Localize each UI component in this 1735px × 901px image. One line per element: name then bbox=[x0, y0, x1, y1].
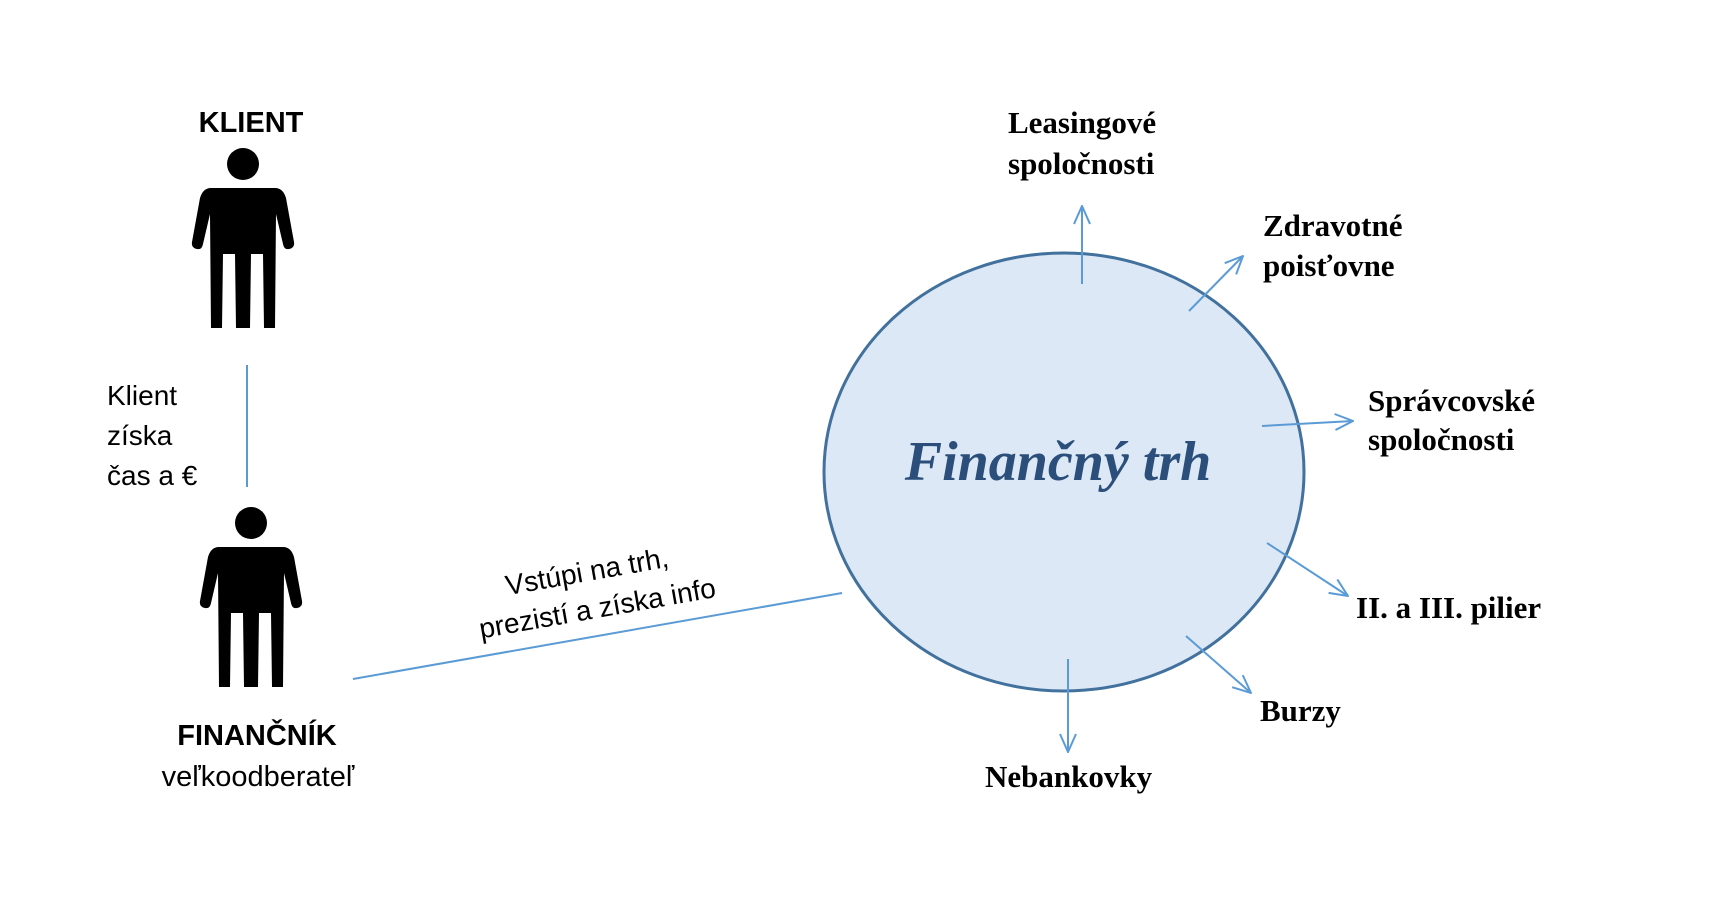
institution-line: Správcovské bbox=[1368, 383, 1535, 418]
client-benefit-note: Klient získa čas a € bbox=[107, 380, 198, 491]
financier-label: FINANČNÍK bbox=[177, 718, 337, 752]
client-label: KLIENT bbox=[199, 107, 304, 139]
client-person-icon bbox=[191, 148, 295, 328]
institution-exchanges-label: Burzy bbox=[1260, 693, 1341, 728]
institution-nonbank-label: Nebankovky bbox=[985, 759, 1153, 794]
market-entry-note: Vstúpi na trh, prezistí a získa info bbox=[470, 535, 718, 645]
arrow-asset-management bbox=[1261, 421, 1353, 426]
institution-line: Zdravotné bbox=[1263, 208, 1403, 243]
institution-leasing-label: Leasingové spoločnosti bbox=[1008, 105, 1164, 181]
institution-line: spoločnosti bbox=[1008, 146, 1155, 181]
client-benefit-line: čas a € bbox=[107, 460, 198, 491]
institution-asset-management-label: Správcovské spoločnosti bbox=[1368, 383, 1543, 457]
institution-line: poisťovne bbox=[1263, 248, 1395, 283]
financial-market-circle bbox=[822, 251, 1306, 693]
institution-pillars-label: II. a III. pilier bbox=[1356, 590, 1541, 625]
institution-line: spoločnosti bbox=[1368, 422, 1515, 457]
client-benefit-line: Klient bbox=[107, 380, 177, 411]
financier-person-icon bbox=[199, 507, 303, 687]
arrow-pillars bbox=[1266, 542, 1348, 596]
financial-market-label: Finančný trh bbox=[904, 431, 1212, 493]
arrow-health-insurance bbox=[1188, 256, 1243, 312]
institution-line: Leasingové bbox=[1008, 105, 1156, 140]
institution-health-label: Zdravotné poisťovne bbox=[1263, 208, 1410, 283]
arrow-exchanges bbox=[1185, 635, 1251, 693]
market-entry-line bbox=[352, 592, 843, 680]
client-benefit-line: získa bbox=[107, 420, 173, 451]
financier-sublabel: veľkoodberateľ bbox=[162, 761, 355, 793]
